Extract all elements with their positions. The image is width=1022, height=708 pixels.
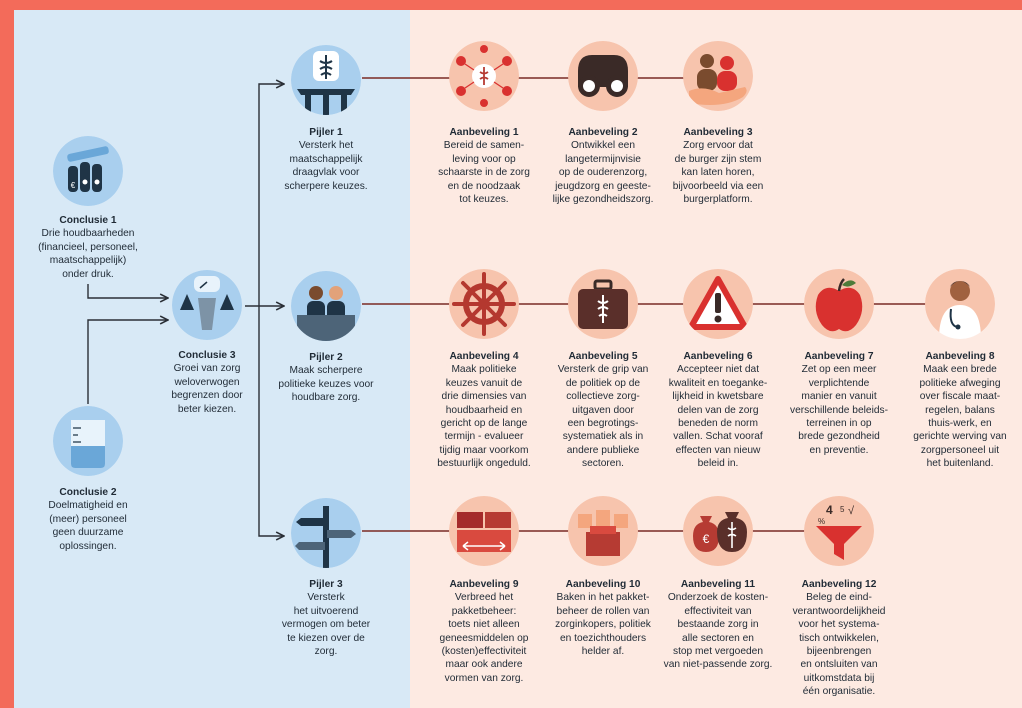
- pillar-text: Maak scherpere politieke keuzes voor hou…: [278, 365, 374, 404]
- warning-triangle-icon: [683, 269, 753, 339]
- recommendation-r5-label: Aanbeveling 5 Versterk de grip van de pol…: [548, 350, 658, 471]
- svg-text:√: √: [848, 505, 855, 517]
- blocks-icon: [568, 496, 638, 566]
- recommendation-title: Aanbeveling 8: [925, 351, 995, 362]
- measuring-beaker-icon: [53, 406, 123, 476]
- conclusion-text: Drie houdbaarheden (financieel, personee…: [38, 228, 138, 280]
- pillar-title: Pijler 1: [309, 127, 343, 138]
- recommendation-r6-label: Aanbeveling 6 Accepteer niet dat kwalitei…: [663, 350, 773, 471]
- recommendation-text: Ontwikkel een langetermijnvisie op de ou…: [552, 140, 654, 206]
- recommendations-panel: [410, 10, 1022, 708]
- ship-wheel-icon: [449, 269, 519, 339]
- svg-text:%: %: [818, 517, 825, 526]
- recommendation-text: Zet op een meer verplichtende manier en …: [790, 364, 888, 456]
- recommendation-r11-label: Aanbeveling 11 Onderzoek de kosten- effec…: [658, 578, 778, 672]
- recommendation-text: Maak politieke keuzes vanuit de drie dim…: [437, 364, 531, 470]
- binoculars-icon: [568, 41, 638, 111]
- conclusion-title: Conclusie 1: [59, 215, 117, 226]
- medical-briefcase-icon: [568, 269, 638, 339]
- recommendation-r12-label: Aanbeveling 12 Beleg de eind- verantwoord…: [781, 578, 897, 699]
- recommendation-title: Aanbeveling 12: [801, 579, 877, 590]
- pillar-p2-label: Pijler 2 Maak scherpere politieke keuzes …: [256, 351, 396, 405]
- money-bags-icon: €: [683, 496, 753, 566]
- conclusions-panel: [14, 10, 410, 708]
- pillar-text: Versterk het maatschappelijk draagvlak v…: [284, 140, 368, 192]
- recommendation-r7-label: Aanbeveling 7 Zet op een meer verplichten…: [779, 350, 899, 457]
- conclusion-text: Doelmatigheid en (meer) personeel geen d…: [48, 500, 128, 552]
- recommendation-title: Aanbeveling 6: [683, 351, 753, 362]
- recommendation-r9-label: Aanbeveling 9 Verbreed het pakketbeheer: …: [429, 578, 539, 685]
- recommendation-title: Aanbeveling 7: [804, 351, 874, 362]
- conclusion-title: Conclusie 3: [178, 350, 236, 361]
- signpost-icon: [291, 498, 361, 568]
- wider-package-icon: [449, 496, 519, 566]
- caduceus-platform-icon: [291, 45, 361, 115]
- conclusion-c1-label: Conclusie 1 Drie houdbaarheden (financiee…: [23, 214, 153, 281]
- politicians-icon: [291, 271, 361, 341]
- recommendation-title: Aanbeveling 10: [565, 579, 641, 590]
- recommendation-text: Beleg de eind- verantwoordelijkheid voor…: [792, 592, 886, 698]
- conclusion-c3-label: Conclusie 3 Groei van zorg weloverwogen b…: [142, 349, 272, 416]
- recommendation-r10-label: Aanbeveling 10 Baken in het pakket- behee…: [543, 578, 663, 658]
- conclusion-text: Groei van zorg weloverwogen begrenzen do…: [171, 363, 243, 415]
- svg-text:5: 5: [840, 505, 845, 514]
- nurse-icon: [925, 269, 995, 339]
- pillar-title: Pijler 2: [309, 352, 343, 363]
- pillar-title: Pijler 3: [309, 579, 343, 590]
- apple-icon: [804, 269, 874, 339]
- pillar-p3-label: Pijler 3 Versterk het uitvoerend vermogen…: [256, 578, 396, 658]
- recommendation-text: Verbreed het pakketbeheer: toets niet al…: [439, 592, 529, 684]
- pillar-text: Versterk het uitvoerend vermogen om bete…: [281, 592, 371, 658]
- pillar-p1-label: Pijler 1 Versterk het maatschappelijk dra…: [261, 126, 391, 193]
- recommendation-text: Versterk de grip van de politiek op de c…: [557, 364, 649, 470]
- svg-text:€: €: [71, 181, 76, 190]
- recommendation-text: Maak een brede politieke afweging over f…: [913, 364, 1007, 470]
- recommendation-text: Accepteer niet dat kwaliteit en toeganke…: [668, 364, 768, 470]
- network-caduceus-icon: [449, 41, 519, 111]
- recommendation-r1-label: Aanbeveling 1 Bereid de samen- leving voo…: [429, 126, 539, 206]
- people-hand-icon: [683, 41, 753, 111]
- recommendation-text: Baken in het pakket- beheer de rollen va…: [555, 592, 651, 658]
- recommendation-text: Bereid de samen- leving voor op schaarst…: [438, 140, 530, 206]
- recommendation-title: Aanbeveling 4: [449, 351, 519, 362]
- recommendation-title: Aanbeveling 5: [568, 351, 638, 362]
- coins-people-icon: €: [53, 136, 123, 206]
- recommendation-r4-label: Aanbeveling 4 Maak politieke keuzes vanui…: [429, 350, 539, 471]
- recommendation-r3-label: Aanbeveling 3 Zorg ervoor dat de burger z…: [663, 126, 773, 206]
- recommendation-text: Onderzoek de kosten- effectiviteit van b…: [663, 592, 773, 671]
- recommendation-title: Aanbeveling 1: [449, 127, 519, 138]
- svg-text:€: €: [703, 532, 710, 546]
- conclusion-title: Conclusie 2: [59, 487, 117, 498]
- svg-text:4: 4: [826, 503, 833, 517]
- recommendation-r2-label: Aanbeveling 2 Ontwikkel een langetermijnv…: [543, 126, 663, 206]
- recommendation-title: Aanbeveling 11: [680, 579, 756, 590]
- scale-weights-icon: [172, 270, 242, 340]
- conclusion-c2-label: Conclusie 2 Doelmatigheid en (meer) perso…: [23, 486, 153, 553]
- recommendation-title: Aanbeveling 9: [449, 579, 519, 590]
- recommendation-title: Aanbeveling 2: [568, 127, 638, 138]
- recommendation-r8-label: Aanbeveling 8 Maak een brede politieke af…: [902, 350, 1018, 471]
- recommendation-text: Zorg ervoor dat de burger zijn stem kan …: [672, 140, 764, 206]
- recommendation-title: Aanbeveling 3: [683, 127, 753, 138]
